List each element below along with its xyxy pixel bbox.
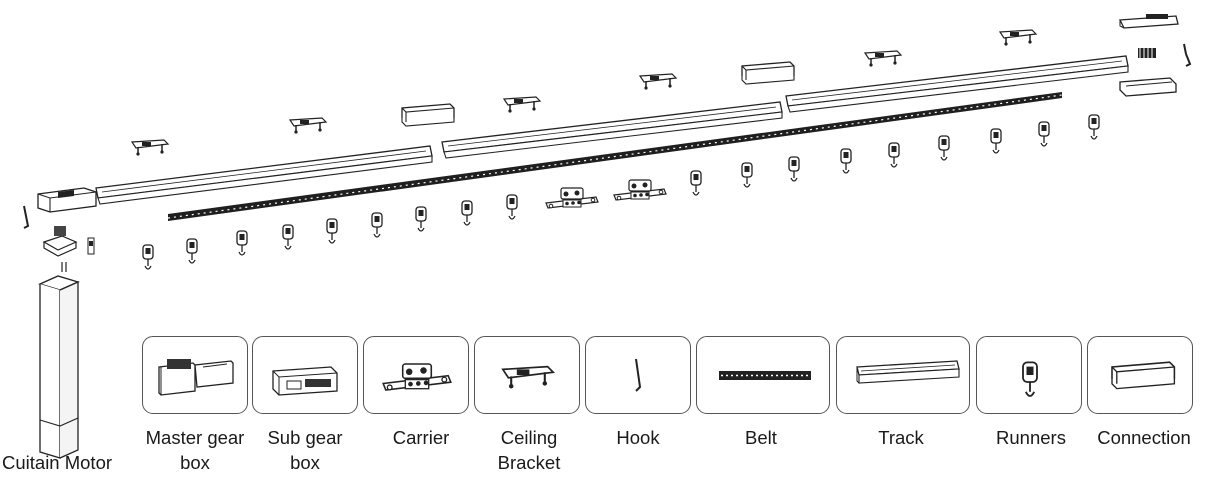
master-gear-box-icon [158, 359, 234, 396]
label-connection: Connection [1097, 427, 1191, 448]
sub-gear-spring [1138, 48, 1156, 58]
ceiling-bracket-6 [999, 29, 1037, 47]
card-track [836, 336, 970, 414]
hook-right [1183, 43, 1192, 67]
hook-left [23, 205, 30, 229]
label-master-gear-box: Master gear box [145, 427, 245, 473]
sub-gear-box-top [1118, 14, 1179, 29]
connection-cover-2 [741, 61, 795, 85]
label-runners: Runners [996, 427, 1066, 448]
label-belt: Belt [745, 427, 777, 448]
runner [461, 200, 473, 226]
runner-icon [1022, 361, 1038, 397]
card-belt [696, 336, 830, 414]
label-carrier: Carrier [392, 427, 450, 448]
card-ceiling-bracket [474, 336, 580, 414]
label-ceiling-bracket: Ceiling Bracket [497, 427, 561, 473]
ceiling-bracket-5 [864, 50, 902, 68]
label-hook: Hook [616, 427, 660, 448]
runner [371, 212, 383, 238]
runner [938, 135, 950, 161]
ceiling-bracket-1 [131, 139, 169, 157]
runner [840, 148, 852, 174]
runner [282, 224, 294, 250]
connection-icon [1111, 361, 1176, 390]
runner [888, 142, 900, 168]
runner [326, 218, 338, 244]
ceiling-bracket-2 [289, 117, 327, 135]
runner [142, 244, 154, 270]
label-sub-gear-box: Sub gear box [267, 427, 343, 473]
carrier-icon [382, 363, 452, 391]
belt-icon [719, 371, 811, 380]
runner [236, 230, 248, 256]
track-icon [856, 360, 960, 384]
card-runners [976, 336, 1082, 414]
belt-long [167, 92, 1063, 221]
runner [990, 128, 1002, 154]
runner [415, 206, 427, 232]
sub-gear-box-bottom [1119, 77, 1177, 97]
track-segment-1 [95, 145, 433, 205]
sub-gear-box-icon [272, 366, 338, 396]
card-carrier [363, 336, 469, 414]
runner [506, 194, 518, 220]
carrier-1 [545, 187, 599, 209]
curtain-motor [38, 262, 80, 459]
track-segment-2 [441, 101, 783, 159]
runner [1088, 114, 1100, 140]
ceiling-bracket-3 [503, 96, 541, 114]
motor-coupling [42, 226, 95, 257]
card-master-gear-box [142, 336, 248, 414]
runner [788, 156, 800, 182]
ceiling-bracket-4 [639, 73, 677, 91]
card-sub-gear-box [252, 336, 358, 414]
runner [690, 170, 702, 196]
runner [741, 162, 753, 188]
card-hook [585, 336, 691, 414]
runner [186, 238, 198, 264]
carrier-2 [613, 179, 667, 201]
label-curtain-motor: Cuitain Motor [2, 452, 113, 473]
card-connection [1087, 336, 1193, 414]
master-gear-box-assembly [37, 187, 97, 213]
ceiling-bracket-icon [501, 365, 555, 390]
hook-icon [635, 358, 642, 392]
label-track: Track [878, 427, 924, 448]
track-segment-3 [785, 55, 1129, 113]
runner [1038, 121, 1050, 147]
connection-cover-1 [401, 103, 455, 127]
